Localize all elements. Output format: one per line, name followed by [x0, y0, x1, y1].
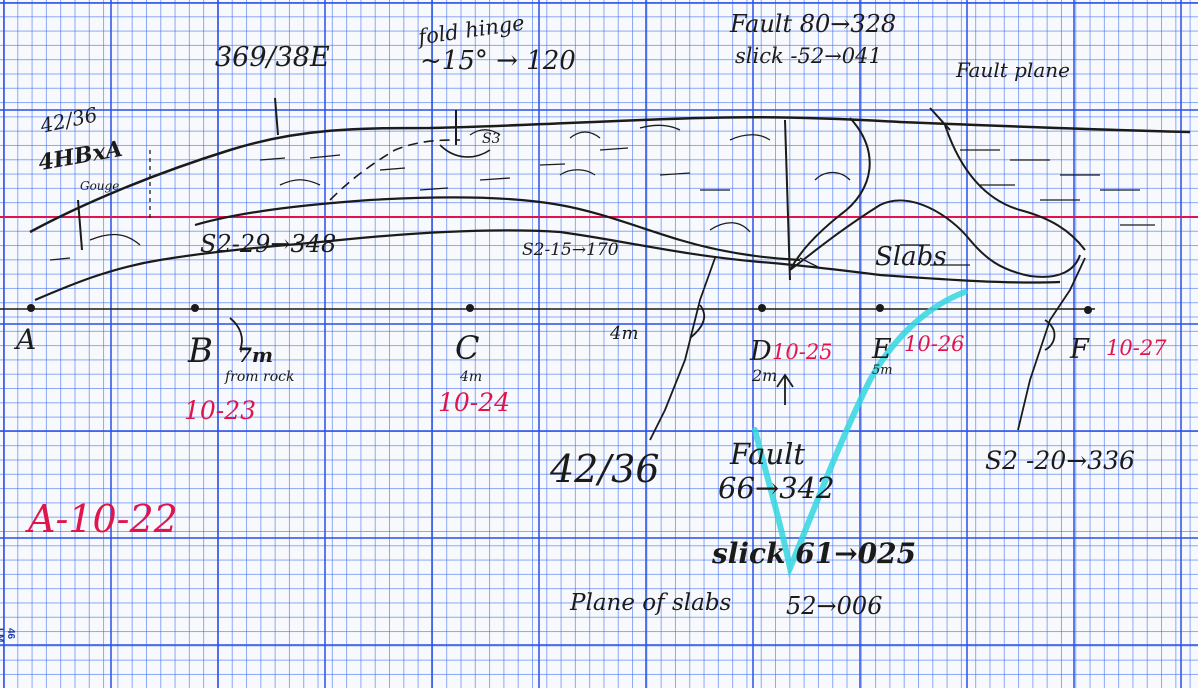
station-b-label: B: [188, 331, 213, 371]
station-c-label: C: [455, 329, 480, 367]
station-e-marker: [876, 304, 884, 312]
bedding-left-3: Gouge: [80, 179, 120, 193]
bedding-bottom: 42/36: [550, 447, 660, 491]
plane-of-slabs-value: 52→006: [786, 592, 883, 620]
plane-of-slabs-label: Plane of slabs: [570, 590, 732, 616]
station-e-distance: 5m: [872, 363, 893, 378]
bedding-top: 369/38E: [215, 42, 330, 73]
station-c-marker: [466, 304, 474, 312]
fault-plane-curve: [944, 124, 1086, 251]
c-d-distance: 4m: [610, 323, 639, 344]
station-f-marker: [1084, 306, 1092, 314]
photo-a: A-10-22: [28, 497, 178, 541]
fold-structure: [789, 117, 1081, 278]
fault-lower-value: 66→342: [718, 471, 835, 505]
station-d-marker: [758, 304, 766, 312]
s3-label: S3: [482, 131, 501, 147]
slick-top: slick -52→041: [735, 44, 882, 68]
photo-e: 10-26: [904, 332, 965, 356]
station-b-note: from rock: [225, 369, 295, 385]
photo-f: 10-27: [1106, 336, 1167, 360]
photo-b: 10-23: [184, 396, 257, 425]
station-c-distance: 4m: [460, 369, 483, 385]
station-markers: [27, 304, 1092, 314]
station-d-distance: 2m: [752, 366, 778, 385]
foliation-marks: [49, 124, 1155, 269]
photo-c: 10-24: [438, 388, 511, 417]
station-d-label: D: [750, 336, 772, 367]
slabs-label: Slabs: [875, 242, 947, 272]
bedding-contact: [194, 196, 801, 262]
station-a-marker: [27, 304, 35, 312]
outcrop-top-outline: [29, 115, 1191, 234]
station-a-label: A: [16, 323, 37, 356]
s2-right-label: S2 -20→336: [985, 446, 1135, 475]
station-b-distance: 7m: [238, 343, 274, 367]
station-b-marker: [191, 304, 199, 312]
s2-b-label: S2-29→348: [200, 230, 337, 258]
fold-hinge-value: ~15° → 120: [420, 46, 576, 76]
station-f-label: F: [1070, 334, 1089, 365]
fault-lower-label: Fault: [730, 437, 806, 471]
leader-lines: [229, 257, 1086, 441]
slick-lower-label: slick 61→025: [712, 537, 917, 570]
fault-top: Fault 80→328: [730, 10, 897, 38]
photo-d: 10-25: [772, 340, 833, 364]
slab-plane-highlight: [752, 289, 968, 579]
s2-mid-label: S2-15→170: [522, 240, 619, 260]
paper-maker-mark: 46 LM: [0, 628, 16, 643]
fault-plane-label: Fault plane: [956, 58, 1070, 82]
outcrop-bottom-outline: [34, 229, 1061, 302]
station-e-label: E: [872, 334, 892, 365]
